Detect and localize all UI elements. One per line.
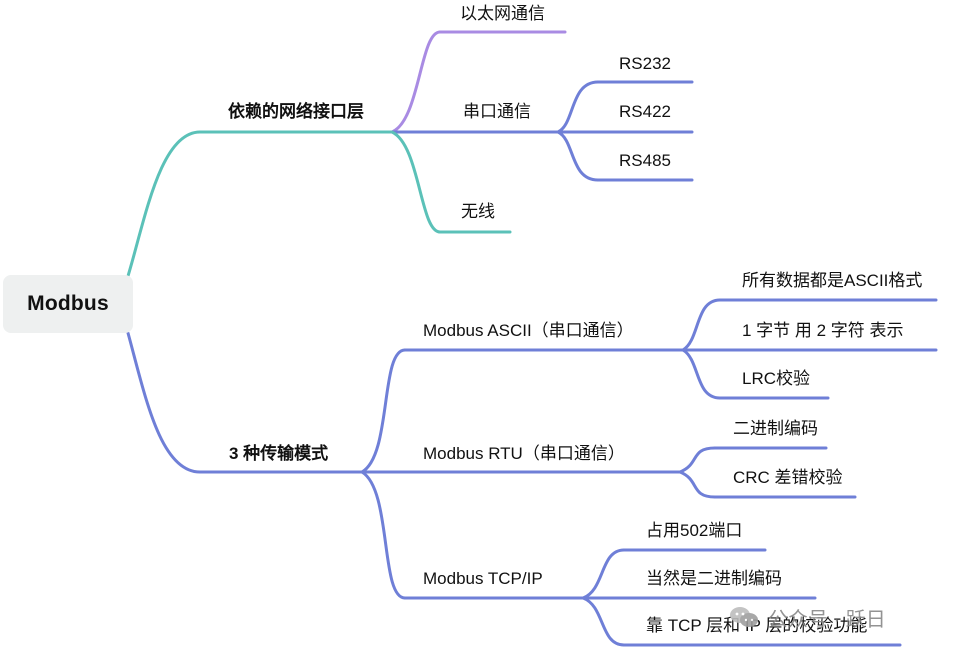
ascii-item-1: 所有数据都是ASCII格式 [742,271,923,290]
branch-modes-to-tcp [360,470,407,600]
ascii-item-2: 1 字节 用 2 字符 表示 [742,321,904,340]
wechat-icon [730,607,758,627]
wireless-label: 无线 [461,202,495,221]
root-label: Modbus [27,292,109,315]
branch-rtu-to-item2 [678,470,717,499]
branch-ascii-to-item1 [681,298,722,352]
branch-rtu-to-item1 [678,446,717,474]
watermark: 公众号 · 跃日 [728,603,886,631]
ascii-label: Modbus ASCII（串口通信） [423,321,634,340]
serial-label: 串口通信 [463,102,531,121]
root-node: Modbus [3,275,133,333]
tcp-item-1: 占用502端口 [646,521,743,540]
rs422-label: RS422 [619,102,671,121]
tcp-item-3: 靠 TCP 层和 IP 层的校验功能 [646,616,868,635]
branch-interface-to-ethernet [390,30,442,134]
branch-tcp-to-item1 [581,548,626,600]
tcp-item-2: 当然是二进制编码 [646,569,782,588]
rtu-label: Modbus RTU（串口通信） [423,444,625,463]
ethernet-label: 以太网通信 [460,4,545,23]
rs485-label: RS485 [619,151,671,170]
tcp-label: Modbus TCP/IP [423,569,543,588]
branch-tcp-to-item3 [581,596,626,647]
rtu-item-1: 二进制编码 [733,419,818,438]
branch-serial-to-rs232 [556,80,600,134]
branch-ascii-to-item3 [681,348,722,400]
branch-root-to-modes [126,331,202,474]
branch-serial-to-rs485 [556,130,600,182]
modes-label: 3 种传输模式 [229,444,329,463]
branch-root-to-interface [126,130,202,278]
rtu-item-2: CRC 差错校验 [733,468,843,487]
branch-interface-to-wireless [390,130,442,234]
rs232-label: RS232 [619,54,671,73]
interface-label: 依赖的网络接口层 [228,102,364,121]
watermark-text: 公众号 · 跃日 [768,608,886,631]
branch-modes-to-ascii [360,348,407,474]
ascii-item-3: LRC校验 [742,369,811,388]
